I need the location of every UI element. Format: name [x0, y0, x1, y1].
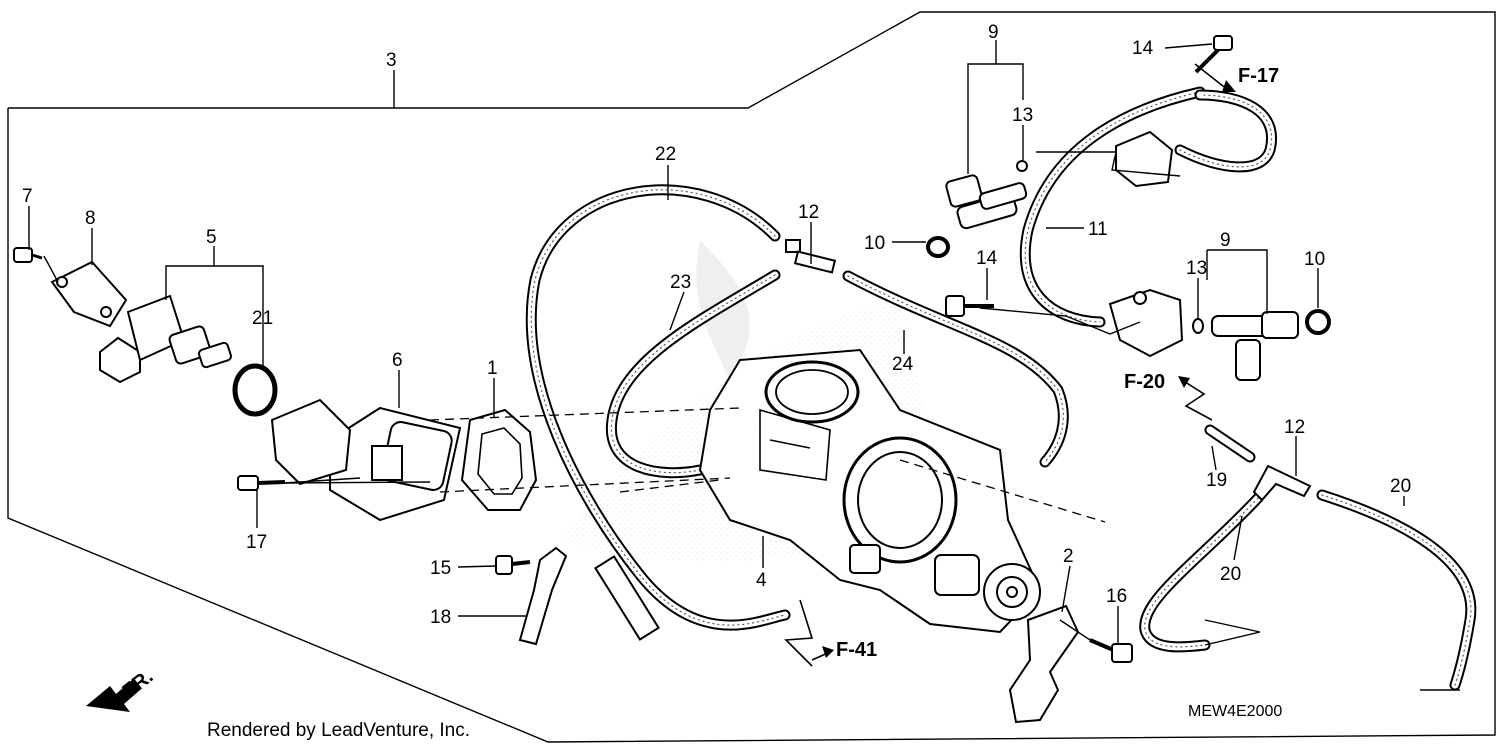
- callout-22: 22: [655, 144, 676, 165]
- assembly-boundary: [7, 11, 1496, 743]
- part-7-screw: [13, 247, 43, 263]
- part-10-seal-top: [926, 236, 950, 258]
- callout-4: 4: [756, 570, 767, 591]
- part-16-bolt: [1089, 638, 1133, 663]
- callout-12-top: 12: [798, 202, 819, 223]
- arrow-down-left-icon: [86, 680, 140, 712]
- ref-f17[interactable]: F-17: [1238, 65, 1279, 87]
- part-12-joint-right: [1252, 464, 1312, 502]
- arrow-icon: [1194, 63, 1236, 92]
- callout-9-right: 9: [1220, 230, 1231, 251]
- callout-14-mid: 14: [976, 248, 998, 269]
- guide-lines: [43, 151, 1460, 691]
- part-12-joint-top: [785, 239, 837, 274]
- hoses: [525, 86, 1477, 691]
- part-6-cover: [270, 398, 462, 522]
- part-9-injector-top: [945, 160, 1028, 230]
- callout-23: 23: [670, 272, 691, 293]
- callout-17: 17: [246, 532, 267, 553]
- callout-10-right: 10: [1304, 249, 1325, 270]
- callout-13-right: 13: [1186, 258, 1207, 279]
- leader-lines: [28, 40, 1405, 644]
- footer-credit: Rendered by LeadVenture, Inc.: [207, 720, 470, 741]
- callout-6: 6: [392, 350, 403, 371]
- fuel-rail-joint-mid: [1108, 288, 1184, 358]
- callout-13-top: 13: [1012, 105, 1033, 126]
- callout-16: 16: [1106, 586, 1127, 607]
- arrow-icon: [1178, 376, 1213, 421]
- callout-7: 7: [22, 186, 33, 207]
- callout-14-top: 14: [1132, 38, 1154, 59]
- part-14-bolt-top: [1194, 35, 1233, 74]
- callout-3: 3: [386, 50, 397, 71]
- part-21-o-ring: [232, 363, 278, 417]
- callout-18: 18: [430, 607, 451, 628]
- parts: [13, 35, 1331, 724]
- callout-10-top: 10: [864, 233, 885, 254]
- part-13-o-ring-right: [1192, 318, 1204, 334]
- fuel-rail-joint-top: [1115, 130, 1174, 188]
- ref-f20[interactable]: F-20: [1124, 371, 1165, 393]
- callout-21: 21: [252, 308, 273, 329]
- part-15-bolt: [495, 555, 531, 575]
- callout-15: 15: [430, 558, 451, 579]
- part-4-throttle-body: [698, 348, 1042, 634]
- part-10-seal-right: [1305, 309, 1331, 335]
- callout-20-right: 20: [1390, 476, 1411, 497]
- part-14-bolt-mid: [945, 295, 994, 317]
- reference-arrows: [86, 63, 1236, 712]
- callout-5: 5: [206, 227, 217, 248]
- part-17-screw: [237, 475, 286, 491]
- ref-f41[interactable]: F-41: [836, 639, 877, 661]
- part-18-stay: [518, 546, 568, 646]
- callout-11: 11: [1088, 219, 1108, 240]
- part-8-plate: [50, 260, 128, 328]
- diagram-code: MEW4E2000: [1188, 703, 1282, 720]
- part-5-idle-air-control: [99, 294, 233, 384]
- part-9-injector-right: [1211, 311, 1299, 381]
- callout-9-top: 9: [988, 22, 999, 43]
- arrow-icon: [784, 599, 834, 667]
- callout-8: 8: [85, 208, 96, 229]
- callout-1: 1: [487, 358, 498, 379]
- callout-2: 2: [1063, 546, 1074, 567]
- callout-labels: 3 7 8 5 21 6 1 17 22 23 12 10 24 14 9 13…: [22, 22, 1411, 628]
- callout-19: 19: [1206, 470, 1227, 491]
- callout-20-left: 20: [1220, 564, 1241, 585]
- part-1-gasket: [460, 408, 538, 511]
- callout-24: 24: [892, 354, 914, 375]
- callout-12-right: 12: [1284, 417, 1305, 438]
- part-2-stay: [1008, 604, 1080, 724]
